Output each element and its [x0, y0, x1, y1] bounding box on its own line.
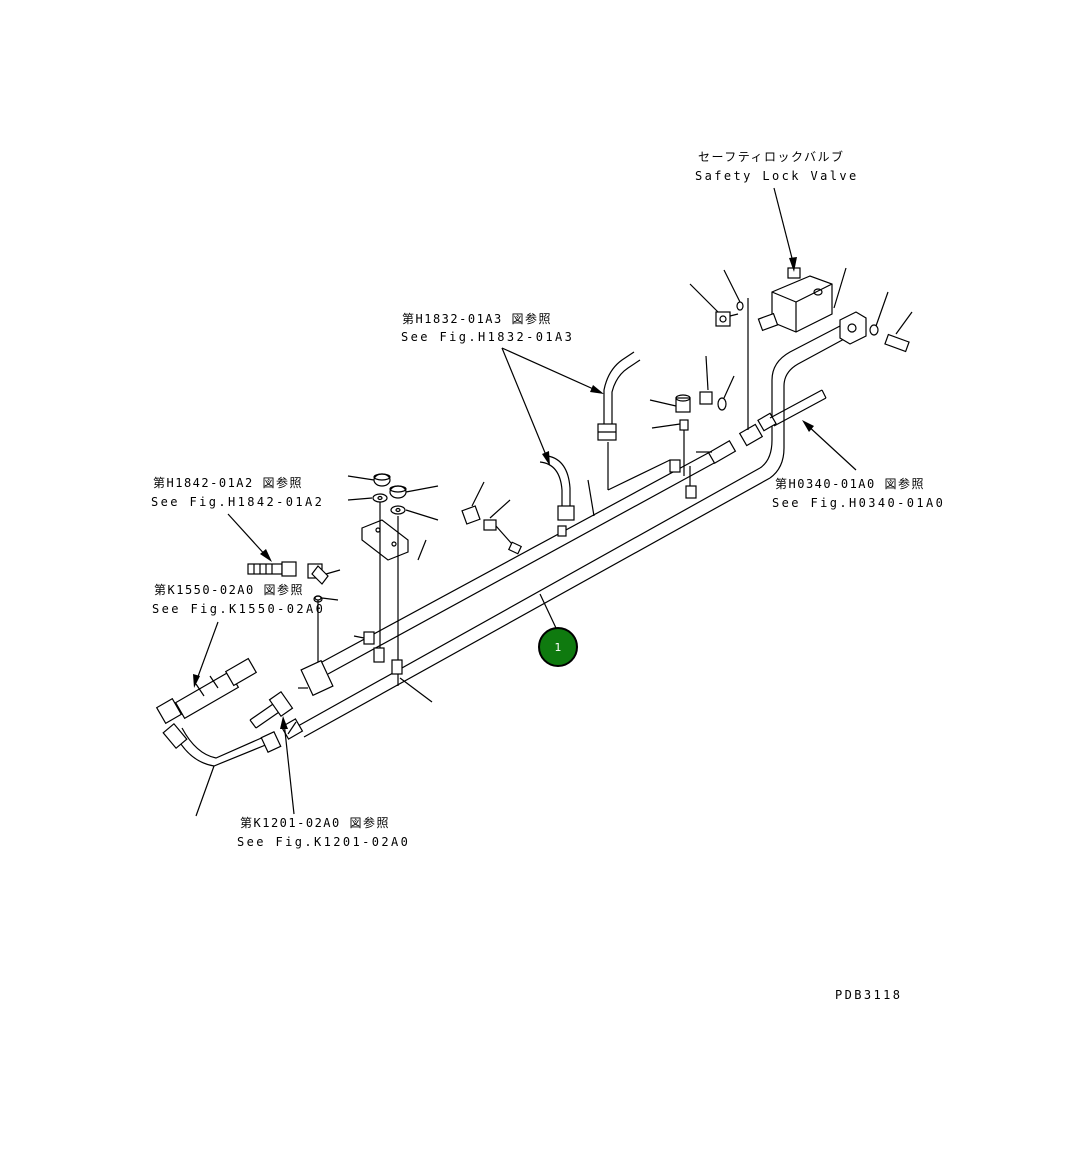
ref-h0340-label-en: See Fig.H0340-01A0 [772, 496, 946, 510]
support-rods [353, 502, 403, 686]
union-fitting-right [651, 419, 697, 499]
bolt-h1842 [247, 561, 297, 577]
leader-k1550 [193, 621, 219, 688]
nut-washer-stack-left [347, 473, 391, 503]
leader-callout-1 [539, 593, 557, 629]
upper-pipe-right-fitting [696, 439, 737, 465]
leader-lower-rod [399, 677, 433, 703]
valve-flange-right [833, 267, 913, 353]
part-callout-1-number: 1 [554, 640, 562, 654]
cylinder-assembly [155, 657, 258, 725]
safety-lock-valve [757, 267, 833, 333]
leader-safety-valve [773, 187, 797, 272]
ref-k1201-label-jp: 第K1201-02A0 図参照 [240, 816, 390, 830]
leader-h1842 [227, 513, 272, 562]
upper-pipe-tee-block [298, 595, 334, 697]
ref-k1550-label-jp: 第K1550-02A0 図参照 [154, 583, 304, 597]
short-pipe-left [249, 690, 294, 729]
adapter-fitting-right [699, 355, 735, 411]
hose-h1832-right [597, 351, 671, 491]
ref-h1832-label-jp: 第H1832-01A3 図参照 [402, 312, 552, 326]
drawing-number: PDB3118 [835, 988, 903, 1002]
ref-k1550-label-en: See Fig.K1550-02A0 [152, 602, 326, 616]
ref-h1842-label-en: See Fig.H1842-01A2 [151, 495, 325, 509]
flexible-hose-lower-left [162, 722, 282, 817]
ref-h0340-label-jp: 第H0340-01A0 図参照 [775, 477, 925, 491]
main-pipe-upper [321, 451, 717, 675]
nut-washer-stack-right [389, 485, 439, 521]
elbow-fitting [307, 563, 341, 601]
ref-h1832-label-en: See Fig.H1832-01A3 [401, 330, 575, 344]
rod-h0340 [769, 389, 827, 427]
part-callout-1[interactable]: 1 [538, 627, 578, 667]
cap-nut-right [649, 394, 691, 413]
ref-h1842-label-jp: 第H1842-01A2 図参照 [153, 476, 303, 490]
main-pipe-lower [297, 325, 847, 738]
leader-h0340 [802, 420, 857, 471]
bracket-plate [361, 519, 427, 561]
safety-valve-label-jp: セーフティロックバルブ [698, 150, 845, 164]
valve-bolt-left [689, 269, 744, 327]
safety-valve-label-en: Safety Lock Valve [695, 169, 859, 183]
ref-k1201-label-en: See Fig.K1201-02A0 [237, 835, 411, 849]
leader-k1201 [280, 716, 295, 815]
clamp-parts-center [461, 481, 523, 555]
hose-h1832-left [539, 455, 595, 537]
leader-h1832 [501, 347, 604, 466]
